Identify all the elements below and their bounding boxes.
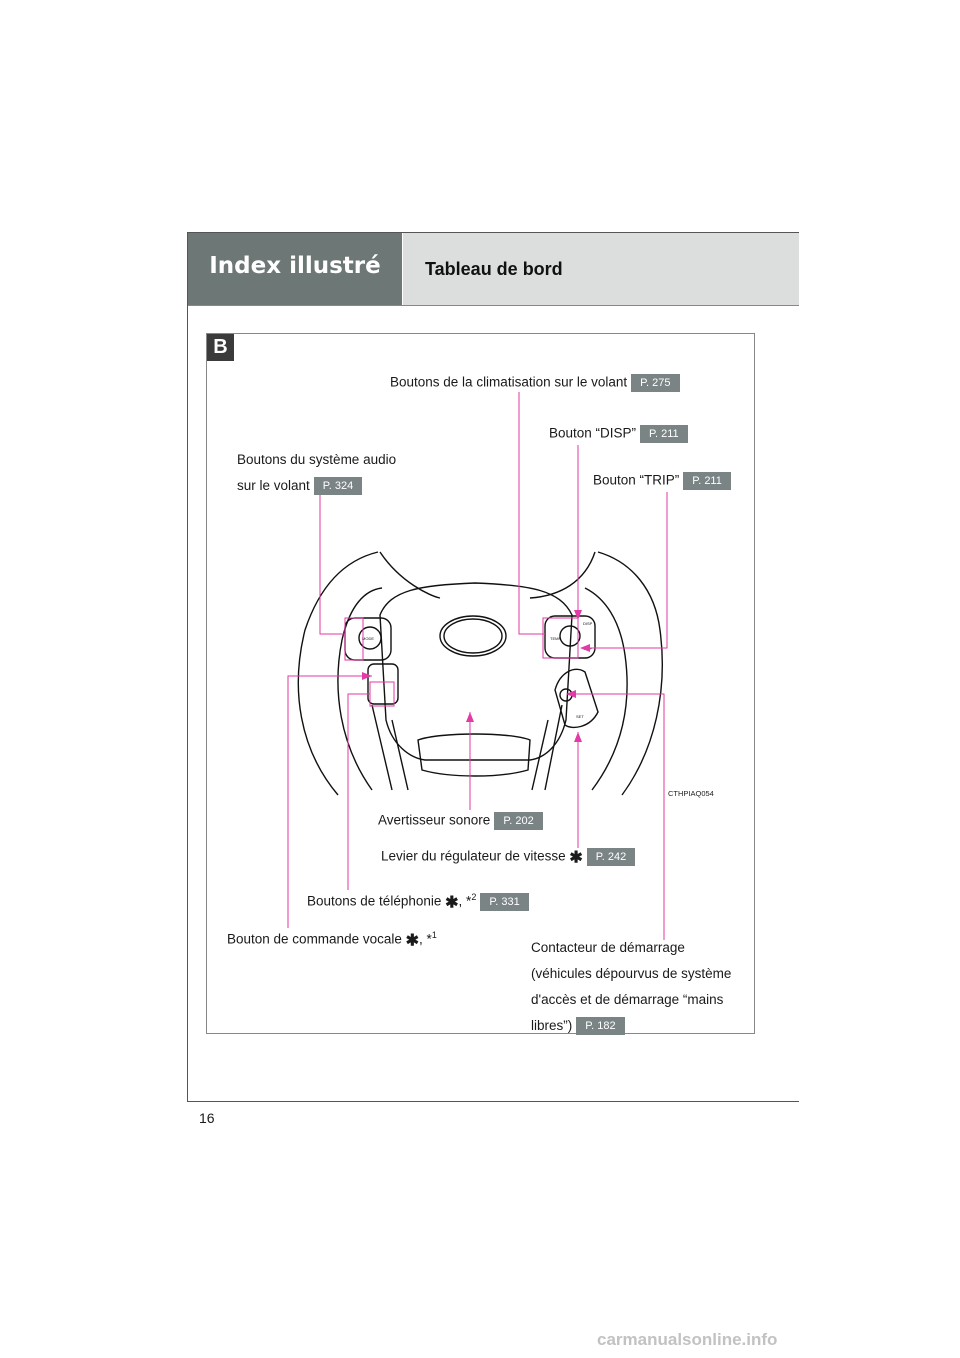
callout-climate-ref[interactable]: P. 275 — [631, 374, 680, 392]
horn-emblem — [439, 615, 507, 657]
callout-phone-sup: 2 — [471, 892, 477, 903]
wheel-rim-right — [597, 551, 663, 796]
callout-start-line4: libres”) — [531, 1018, 573, 1033]
asterisk-icon: ✱ — [405, 932, 420, 950]
callout-trip-label: Bouton “TRIP” — [593, 472, 680, 488]
leader-phone — [347, 693, 370, 890]
asterisk-icon: ✱ — [569, 849, 583, 867]
set-button-label: SET — [576, 714, 584, 719]
callout-disp-ref[interactable]: P. 211 — [640, 425, 688, 443]
wheel-rim-left — [297, 551, 379, 796]
wheel-hub — [379, 582, 573, 761]
callout-phone-note: , * — [458, 893, 472, 909]
page-frame-top — [187, 232, 799, 233]
leader-start — [568, 693, 665, 940]
page-frame-bottom — [187, 1101, 799, 1102]
callout-start-ref[interactable]: P. 182 — [576, 1017, 625, 1036]
watermark: carmanualsonline.info — [597, 1330, 778, 1349]
image-code: CTHPIAQ054 — [668, 789, 714, 798]
callout-voice: Bouton de commande vocale ✱, *1 — [227, 931, 437, 950]
callout-trip: Bouton “TRIP”P. 211 — [593, 472, 731, 490]
section-badge: B — [207, 334, 234, 361]
callout-audio-line1: Boutons du système audio — [237, 452, 397, 467]
leader-voice — [287, 675, 372, 928]
page-frame-left — [187, 232, 188, 1102]
section-title: Index illustré — [188, 233, 402, 305]
callout-climate: Boutons de la climatisation sur le volan… — [390, 374, 680, 392]
illustration-panel — [206, 333, 755, 1034]
callout-climate-label: Boutons de la climatisation sur le volan… — [390, 374, 628, 390]
callout-horn-ref[interactable]: P. 202 — [494, 812, 543, 830]
callout-audio-line2: sur le volant — [237, 478, 310, 493]
callout-start-line3: d'accès et de démarrage “mains — [531, 992, 724, 1007]
asterisk-icon: ✱ — [445, 894, 459, 912]
disp-button-label: DISP — [583, 621, 593, 626]
leader-climate — [518, 392, 545, 635]
leader-trip — [588, 492, 668, 649]
callout-audio-ref[interactable]: P. 324 — [313, 477, 363, 496]
callout-cruise: Levier du régulateur de vitesse ✱P. 242 — [381, 848, 636, 867]
callout-voice-sup: 1 — [431, 930, 437, 940]
mode-button-label: MODE — [362, 636, 374, 641]
header-divider — [188, 305, 799, 306]
page-number: 16 — [199, 1110, 215, 1126]
temp-button-label: TEMP — [550, 636, 561, 641]
callout-start-line1: Contacteur de démarrage — [531, 940, 685, 955]
callout-trip-ref[interactable]: P. 211 — [683, 472, 731, 490]
callout-voice-note: , * — [419, 931, 432, 947]
callout-start-line2: (véhicules dépourvus de système — [531, 966, 732, 981]
callout-horn-label: Avertisseur sonore — [378, 812, 491, 828]
page-title: Tableau de bord — [403, 233, 799, 305]
callout-cruise-label: Levier du régulateur de vitesse — [381, 848, 566, 864]
callout-phone-ref[interactable]: P. 331 — [480, 893, 529, 911]
callout-voice-label: Bouton de commande vocale — [227, 931, 402, 947]
callout-phone-label: Boutons de téléphonie — [307, 893, 442, 909]
callout-cruise-ref[interactable]: P. 242 — [586, 848, 636, 866]
leader-audio — [319, 492, 345, 635]
callout-disp: Bouton “DISP”P. 211 — [549, 425, 688, 443]
callout-start: Contacteur de démarrage (véhicules dépou… — [531, 935, 731, 1039]
callout-disp-label: Bouton “DISP” — [549, 425, 637, 441]
